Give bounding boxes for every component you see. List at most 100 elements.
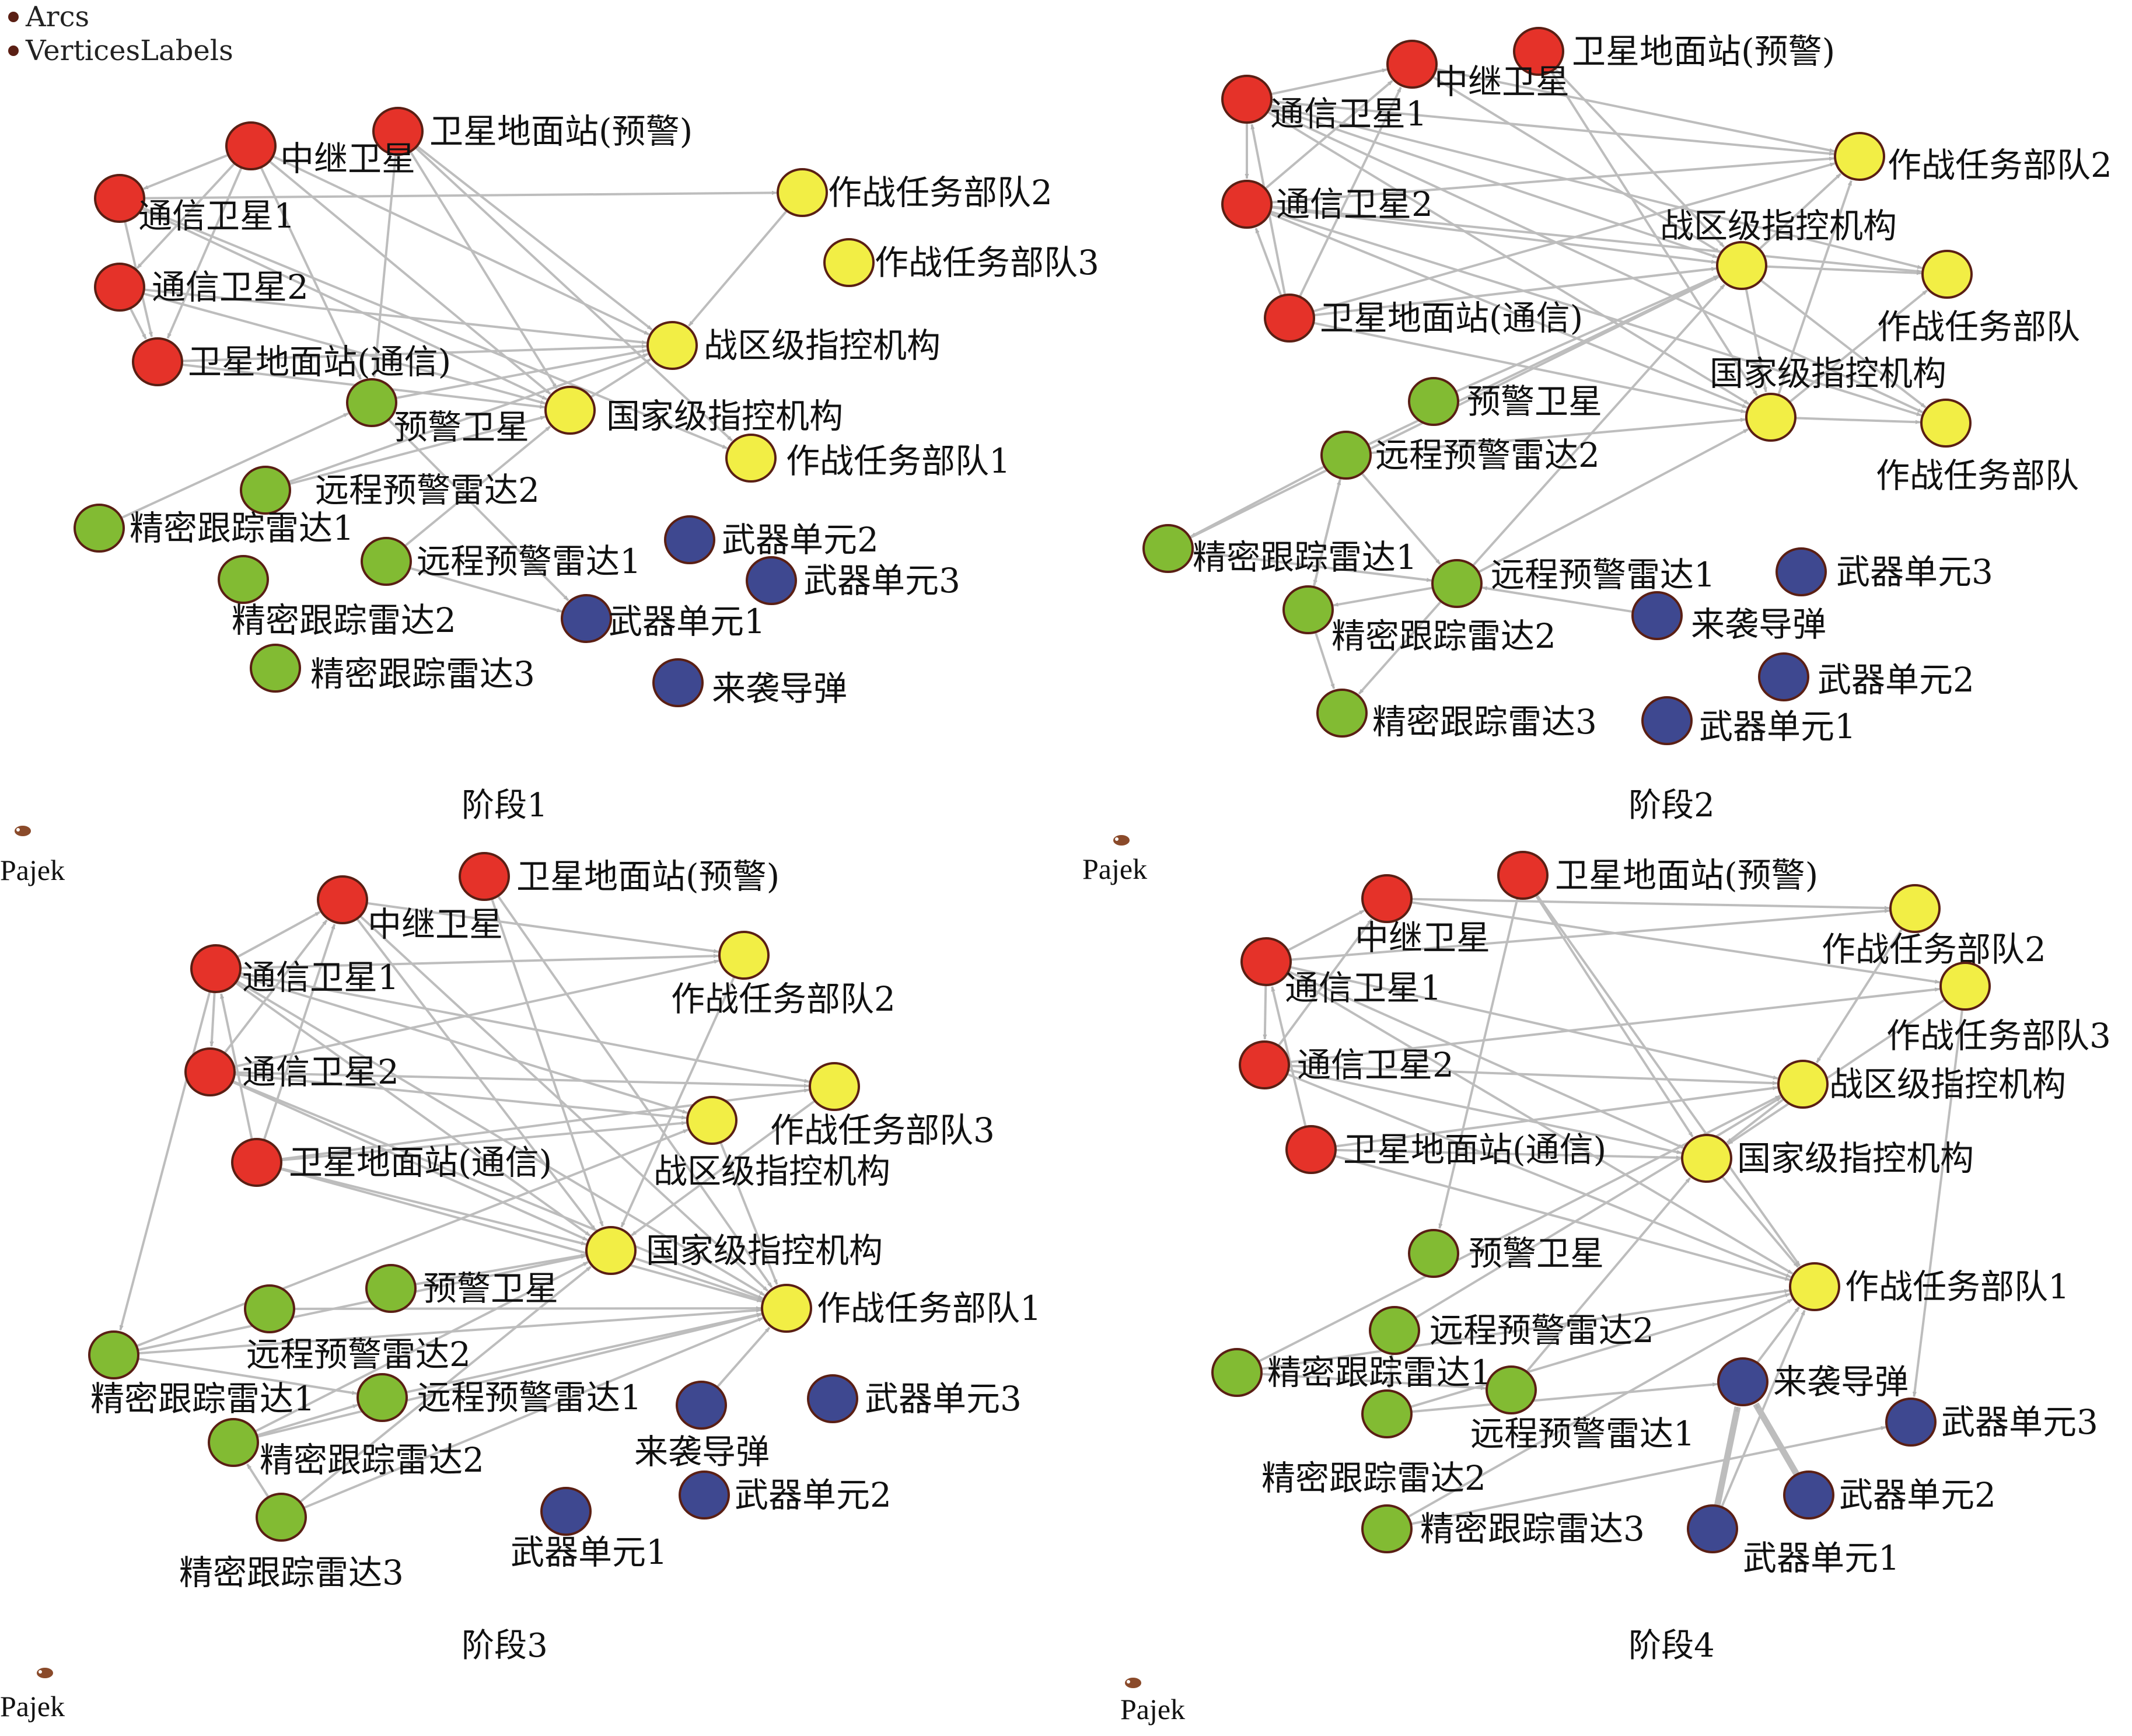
network-node: 作战任务部队1 [725, 434, 1011, 483]
node-circle [365, 1264, 417, 1313]
network-node: 战区级指控机构 [1660, 206, 1897, 290]
legend-item-vertices-labels: VerticesLabels [8, 34, 233, 68]
node-circle [1408, 1229, 1459, 1278]
node-label: 通信卫星2 [1297, 1045, 1454, 1085]
legend-dot-icon [8, 12, 19, 22]
arc-edge [234, 1071, 809, 1088]
network-node: 通信卫星1 [1240, 937, 1442, 1008]
arc-edge [1727, 998, 1946, 1145]
arc-edge [289, 415, 546, 485]
node-label: 精密跟踪雷达1 [1267, 1353, 1492, 1392]
arc-edge [1435, 68, 1835, 153]
network-node: 武器单元1 [1641, 696, 1856, 746]
pajek-label: Pajek [1082, 853, 1148, 885]
network-node: 通信卫星1 [190, 944, 399, 997]
node-circle [1361, 1504, 1413, 1553]
node-label: 中继卫星 [1355, 918, 1490, 958]
arc-edge [1358, 601, 1442, 695]
pajek-logo-icon [1125, 1678, 1141, 1688]
arc-edge [1438, 899, 1519, 1229]
node-label: 武器单元1 [609, 602, 766, 641]
node-circle [225, 121, 277, 170]
node-label: 精密跟踪雷达3 [310, 654, 535, 694]
arc-edge [1526, 1177, 1691, 1372]
node-label: 作战任务部队1 [1845, 1267, 2070, 1307]
network-node: 远程预警雷达1 [1470, 1365, 1695, 1454]
node-circle [561, 594, 612, 643]
arc-edge [293, 1306, 761, 1311]
node-circle [807, 1374, 858, 1423]
arc-edge [1721, 1176, 1799, 1268]
node-label: 通信卫星1 [1270, 94, 1427, 134]
node-label: 作战任务部队3 [770, 1110, 995, 1150]
network-node: 卫星地面站(通信) [231, 1138, 552, 1187]
arc-edge [404, 425, 551, 547]
node-circle [1486, 1365, 1537, 1414]
network-node: 来袭导弹 [634, 1381, 770, 1472]
node-circle [256, 1493, 307, 1542]
arc-edge [1271, 986, 1307, 1126]
network-node: 精密跟踪雷达2 [218, 555, 456, 640]
arc-edge [121, 412, 349, 519]
node-circle [94, 174, 145, 223]
node-label: 作战任务部队2 [1888, 145, 2112, 185]
node-circle [1641, 696, 1693, 745]
arc-edge [1335, 1086, 1778, 1148]
arc-edge [1760, 280, 1927, 408]
network-node: 精密跟踪雷达2 [208, 1418, 484, 1480]
node-label: 武器单元1 [1743, 1538, 1900, 1578]
node-label: 武器单元2 [735, 1475, 892, 1515]
node-circle [761, 1284, 812, 1333]
arc-edge [263, 923, 336, 1140]
network-node: 通信卫星1 [94, 174, 295, 236]
network-node: 通信卫星2 [1221, 180, 1433, 229]
node-circle [1408, 377, 1459, 426]
arc-edge [1288, 1068, 1682, 1154]
node-circle [1716, 241, 1767, 290]
legend: Arcs VerticesLabels [8, 0, 233, 68]
node-label: 国家级指控机构 [646, 1231, 883, 1270]
node-circle [372, 107, 424, 156]
node-label: 精密跟踪雷达2 [1261, 1458, 1486, 1498]
arc-edge [719, 1143, 778, 1285]
network-node: 武器单元2 [679, 1470, 892, 1520]
node-label: 武器单元1 [1699, 707, 1856, 746]
node-circle [1431, 559, 1483, 608]
node-label: 预警卫星 [423, 1269, 558, 1308]
arc-edge [232, 1081, 588, 1241]
arc-edge [240, 953, 719, 969]
arc-edge [254, 1261, 589, 1433]
edge-layer [119, 68, 1963, 1525]
arc-edge [388, 419, 569, 602]
network-node: 武器单元2 [1783, 1470, 1996, 1520]
arc-edge [1411, 1382, 1718, 1413]
network-node: 中继卫星 [317, 875, 503, 944]
arc-edge [1333, 586, 1433, 607]
node-circle [777, 168, 828, 217]
arc-edge [395, 349, 648, 400]
arc-edge [1270, 68, 1387, 96]
network-node: 通信卫星2 [94, 263, 309, 312]
network-node: 作战任务部队2 [777, 168, 1053, 217]
arc-edge [1789, 289, 1928, 403]
node-circle [1320, 431, 1372, 480]
node-circle [1513, 27, 1564, 76]
arc-edge [634, 1257, 763, 1302]
node-circle [1361, 874, 1413, 923]
network-node: 卫星地面站(预警) [459, 852, 780, 901]
arc-edge [1410, 1426, 1886, 1525]
network-node: 精密跟踪雷达2 [1261, 1389, 1486, 1498]
node-label: 战区级指控机构 [653, 1151, 890, 1191]
network-node: 国家级指控机构 [544, 386, 843, 436]
node-label: 远程预警雷达2 [1375, 435, 1600, 475]
network-node: 作战任务部队3 [823, 238, 1099, 287]
node-label: 中继卫星 [368, 904, 503, 944]
node-label: 来袭导弹 [1773, 1362, 1909, 1402]
node-circle [1834, 132, 1885, 181]
network-node: 精密跟踪雷达3 [1316, 689, 1597, 742]
node-label: 作战任务部队 [1876, 456, 2079, 495]
network-node: 作战任务部队2 [671, 931, 896, 1019]
arc-edge [1455, 274, 1719, 393]
node-label: 卫星地面站(预警) [516, 857, 780, 896]
arc-edge [1414, 1096, 1782, 1319]
